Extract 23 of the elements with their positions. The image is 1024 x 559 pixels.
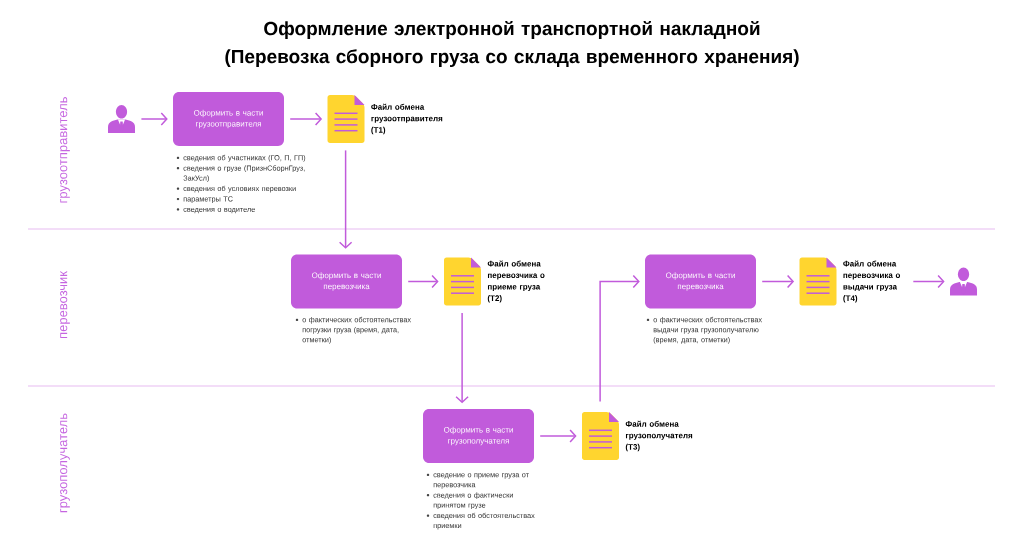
process-box: Оформить в части грузоотправителя bbox=[173, 92, 284, 146]
process-box: Оформить в части перевозчика bbox=[291, 254, 402, 309]
lane-label: грузоотправитель bbox=[60, 97, 70, 203]
arrow bbox=[338, 149, 353, 249]
lane-label: перевозчик bbox=[60, 271, 70, 338]
lane-label: грузополучатель bbox=[60, 413, 70, 513]
title: Оформление электронной транспортной накладной (Перевозка сборного груза со склада временного хранения) bbox=[225, 20, 799, 68]
arrow bbox=[455, 312, 469, 404]
arrow bbox=[599, 274, 640, 403]
arrow bbox=[407, 274, 439, 289]
person-icon bbox=[950, 267, 977, 296]
arrow bbox=[761, 274, 795, 289]
person-icon bbox=[108, 105, 135, 133]
process-box: Оформить в части грузополучателя bbox=[423, 409, 534, 463]
file-label: Файл обмена перевозчика о приеме груза (Т2) bbox=[487, 260, 545, 303]
file-label: Файл обмена грузополучателя (Т3) bbox=[625, 420, 693, 452]
file-label: Файл обмена грузоотправителя (Т1) bbox=[371, 103, 443, 135]
arrow bbox=[289, 112, 323, 126]
arrow bbox=[539, 429, 577, 443]
arrow bbox=[140, 112, 168, 126]
arrow bbox=[912, 274, 945, 289]
file-label: Файл обмена перевозчика о выдачи груза (Т4) bbox=[843, 260, 901, 303]
process-box: Оформить в части перевозчика bbox=[645, 254, 756, 309]
